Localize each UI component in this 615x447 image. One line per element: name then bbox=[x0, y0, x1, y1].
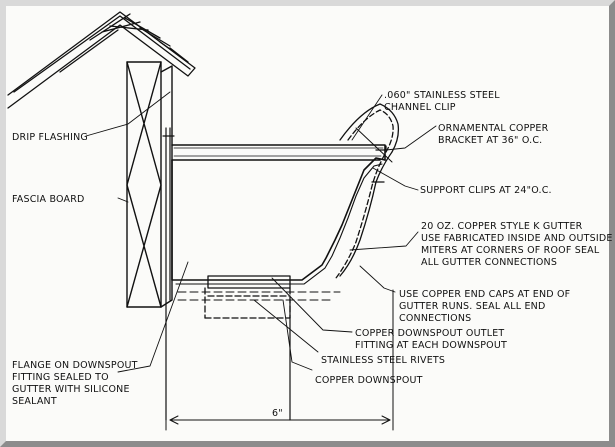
label-outlet-line2: FITTING AT EACH DOWNSPOUT bbox=[355, 340, 507, 351]
label-bracket-line1: ORNAMENTAL COPPER bbox=[438, 123, 549, 134]
ornamental-bracket bbox=[335, 103, 400, 279]
label-flange-line1: FLANGE ON DOWNSPOUT bbox=[12, 360, 138, 371]
label-flange-line3: GUTTER WITH SILICONE bbox=[12, 384, 130, 395]
label-gutter-line3: MITERS AT CORNERS OF ROOF SEAL bbox=[421, 245, 600, 256]
label-channel-clip-line1: .060" STAINLESS STEEL bbox=[384, 90, 500, 101]
label-endcaps-line3: CONNECTIONS bbox=[399, 313, 471, 324]
downspout-outlet bbox=[165, 275, 341, 421]
roof-rafter bbox=[7, 11, 196, 109]
label-endcaps-line2: GUTTER RUNS. SEAL ALL END bbox=[399, 301, 545, 312]
label-gutter-line2: USE FABRICATED INSIDE AND OUTSIDE bbox=[421, 233, 613, 244]
fascia-board bbox=[126, 61, 173, 308]
label-drip-flashing: DRIP FLASHING bbox=[12, 132, 88, 143]
dimension-line bbox=[165, 289, 394, 431]
label-flange-line2: FITTING SEALED TO bbox=[12, 372, 109, 383]
label-flange-line4: SEALANT bbox=[12, 396, 57, 407]
label-endcaps-line1: USE COPPER END CAPS AT END OF bbox=[399, 289, 570, 300]
label-bracket-line2: BRACKET AT 36" O.C. bbox=[438, 135, 542, 146]
callout-labels: .060" STAINLESS STEEL CHANNEL CLIP DRIP … bbox=[12, 90, 613, 419]
drip-flashing bbox=[162, 127, 175, 301]
label-dimension: 6" bbox=[272, 408, 283, 419]
leader-lines bbox=[85, 91, 437, 373]
label-fascia-board: FASCIA BOARD bbox=[12, 194, 85, 205]
label-outlet-line1: COPPER DOWNSPOUT OUTLET bbox=[355, 328, 504, 339]
label-gutter-line4: ALL GUTTER CONNECTIONS bbox=[421, 257, 557, 268]
label-support-clips: SUPPORT CLIPS AT 24"O.C. bbox=[420, 185, 552, 196]
gutter-body bbox=[171, 144, 386, 285]
label-gutter-line1: 20 OZ. COPPER STYLE K GUTTER bbox=[421, 221, 583, 232]
label-rivets: STAINLESS STEEL RIVETS bbox=[321, 355, 445, 366]
label-channel-clip-line2: CHANNEL CLIP bbox=[384, 102, 456, 113]
label-downspout: COPPER DOWNSPOUT bbox=[315, 375, 423, 386]
